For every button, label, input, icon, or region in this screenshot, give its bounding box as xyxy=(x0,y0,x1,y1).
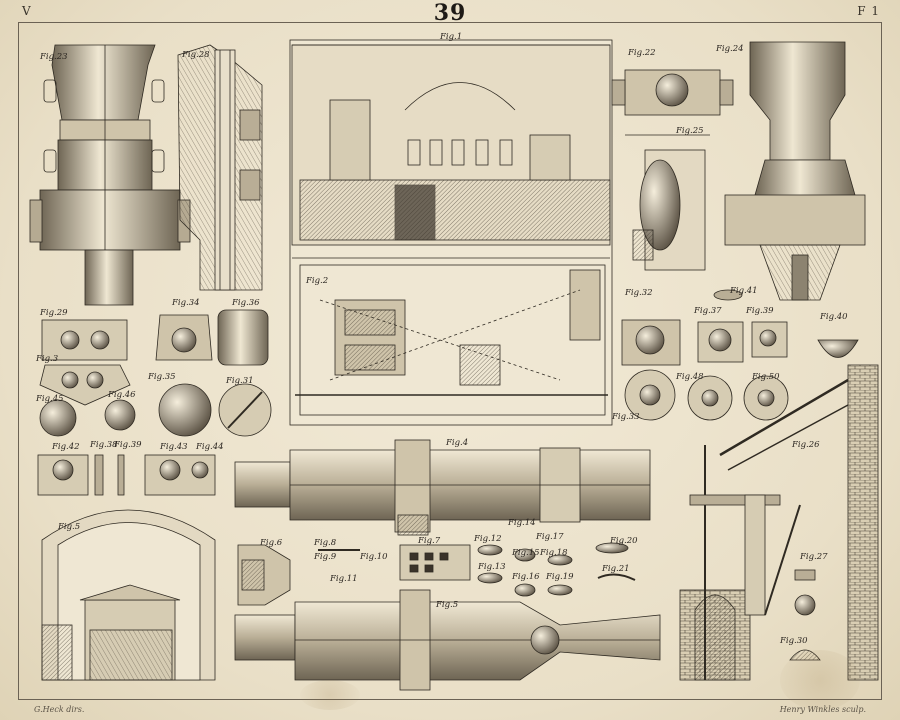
plate-border xyxy=(18,22,882,700)
figure-label: Fig.2 xyxy=(306,276,329,286)
fig28-wall-section xyxy=(177,44,263,291)
figure-label: Fig.46 xyxy=(108,390,136,400)
fig26-crane-structure xyxy=(679,364,879,681)
figure-label: Fig.17 xyxy=(536,532,564,542)
figure-label: Fig.41 xyxy=(730,286,758,296)
fig5-long-cylinder xyxy=(234,589,661,691)
small-fittings-row xyxy=(37,454,216,496)
figure-label: Fig.7 xyxy=(418,536,441,546)
figure-label: Fig.1 xyxy=(440,32,463,42)
fig22-valve xyxy=(611,69,734,116)
figure-label: Fig.5 xyxy=(436,600,459,610)
figure-label: Fig.23 xyxy=(40,52,68,62)
figure-label: Fig.44 xyxy=(196,442,224,452)
figure-label: Fig.35 xyxy=(148,372,176,382)
figure-label: Fig.33 xyxy=(612,412,640,422)
figure-label: Fig.32 xyxy=(625,288,653,298)
plate-number: 39 xyxy=(433,0,467,26)
figure-label: Fig.13 xyxy=(478,562,506,572)
small-parts-left xyxy=(39,309,272,437)
section-mark: V xyxy=(22,4,32,18)
figure-label: Fig.19 xyxy=(546,572,574,582)
center-small-parts xyxy=(237,542,636,606)
figure-label: Fig.42 xyxy=(52,442,80,452)
figure-label: Fig.50 xyxy=(752,372,780,382)
figure-label: Fig.22 xyxy=(628,48,656,58)
figure-label: Fig.43 xyxy=(160,442,188,452)
engraver-credit: G.Heck dirs. xyxy=(34,705,85,714)
fig1-building-section xyxy=(289,39,613,426)
figure-label: Fig.12 xyxy=(474,534,502,544)
figure-label: Fig.6 xyxy=(260,538,283,548)
figure-label: Fig.29 xyxy=(40,308,68,318)
figure-label: Fig.37 xyxy=(694,306,722,316)
figure-label: Fig.4 xyxy=(446,438,469,448)
figure-label: Fig.10 xyxy=(360,552,388,562)
plate-code: F 1 xyxy=(857,4,880,18)
fig4-horizontal-cylinder xyxy=(234,439,651,536)
figure-label: Fig.40 xyxy=(820,312,848,322)
fig23-column xyxy=(29,44,191,306)
figure-label: Fig.31 xyxy=(226,376,254,386)
figure-label: Fig.14 xyxy=(508,518,536,528)
figure-label: Fig.30 xyxy=(780,636,808,646)
figure-label: Fig.48 xyxy=(676,372,704,382)
figure-label: Fig.28 xyxy=(182,50,210,60)
engraver-credit: Henry Winkles sculp. xyxy=(779,705,866,714)
figure-label: Fig.8 xyxy=(314,538,337,548)
fig5-furnace-arch xyxy=(41,509,216,681)
figure-label: Fig.26 xyxy=(792,440,820,450)
figure-label: Fig.3 xyxy=(36,354,59,364)
figure-label: Fig.9 xyxy=(314,552,337,562)
figure-label: Fig.16 xyxy=(512,572,540,582)
fig25-valve-section xyxy=(625,134,710,271)
figure-label: Fig.27 xyxy=(800,552,828,562)
figure-label: Fig.18 xyxy=(540,548,568,558)
paper-stain xyxy=(300,680,360,710)
figure-label: Fig.36 xyxy=(232,298,260,308)
paper-stain xyxy=(780,650,860,710)
figure-label: Fig.21 xyxy=(602,564,630,574)
figure-label: Fig.39 xyxy=(746,306,774,316)
figure-label: Fig.45 xyxy=(36,394,64,404)
fig24-converter xyxy=(724,41,866,301)
figure-label: Fig.11 xyxy=(330,574,358,584)
figure-label: Fig.38 xyxy=(90,440,118,450)
figure-label: Fig.25 xyxy=(676,126,704,136)
figure-label: Fig.24 xyxy=(716,44,744,54)
figure-label: Fig.39 xyxy=(114,440,142,450)
figure-label: Fig.5 xyxy=(58,522,81,532)
figure-label: Fig.34 xyxy=(172,298,200,308)
figure-label: Fig.20 xyxy=(610,536,638,546)
small-parts-right xyxy=(621,289,859,421)
figure-label: Fig.15 xyxy=(512,548,540,558)
